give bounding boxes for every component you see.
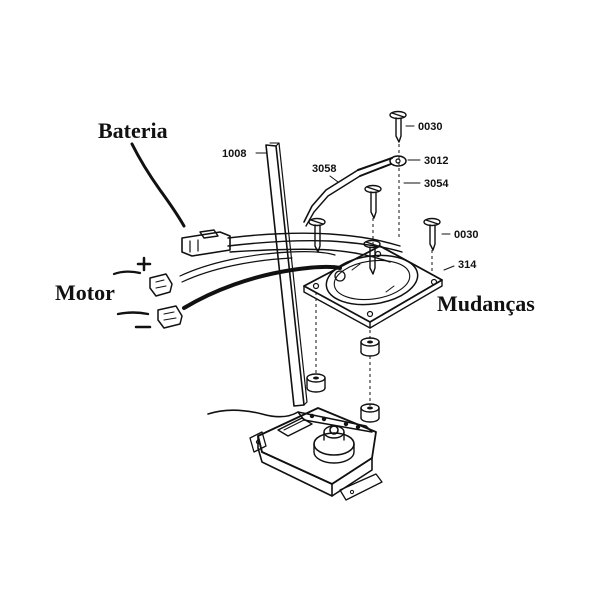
part-3058: 3058 <box>312 163 336 175</box>
gears-label: Mudanças <box>437 291 535 316</box>
part-3012: 3012 <box>424 155 448 167</box>
shift-lever <box>303 155 407 227</box>
spacer-center-bottom <box>360 403 380 423</box>
spacer-center-top <box>360 337 380 357</box>
battery-connector <box>181 229 231 257</box>
screw-left <box>308 217 326 253</box>
battery-label: Bateria <box>98 118 168 143</box>
motor-plus-stroke <box>112 270 142 276</box>
battery-pointer <box>130 142 186 228</box>
part-0030-top: 0030 <box>418 121 442 133</box>
part-314: 314 <box>458 259 477 271</box>
cable-harness <box>179 232 403 418</box>
assembly-guides <box>315 144 433 406</box>
screw-0030-top <box>389 110 407 143</box>
leader-3058 <box>329 175 339 183</box>
spacer-left <box>306 373 326 393</box>
part-0030-right: 0030 <box>454 229 478 241</box>
motor-minus-connector <box>157 305 183 329</box>
screw-3054 <box>364 184 382 219</box>
leader-314 <box>443 265 455 271</box>
gear-plate <box>303 245 443 329</box>
part-1008: 1008 <box>222 148 246 160</box>
part-3054: 3054 <box>424 178 449 190</box>
motor-label: Motor <box>55 280 115 305</box>
servo-box <box>249 407 383 501</box>
plus-sign <box>136 256 152 272</box>
motor-plus-connector <box>149 273 173 297</box>
rod-1008 <box>265 142 308 407</box>
motor-minus-stroke <box>116 311 150 316</box>
screw-0030-right <box>423 217 441 251</box>
